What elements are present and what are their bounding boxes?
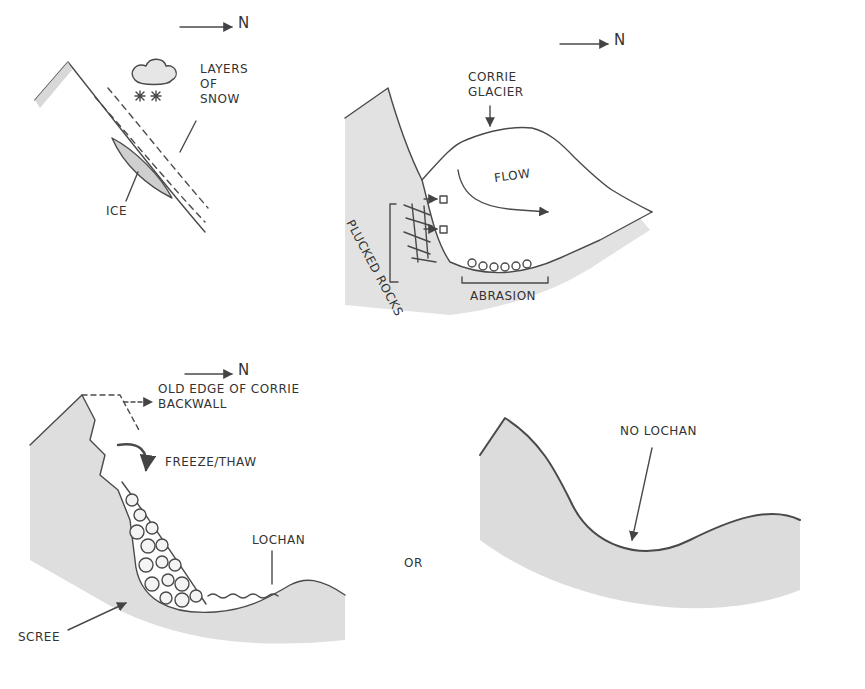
annotation-label: CORRIE GLACIER — [468, 70, 540, 100]
corrie-bed — [345, 88, 652, 273]
annotation-label: ICE — [106, 204, 156, 219]
bracket — [390, 204, 398, 282]
leader-line — [180, 121, 196, 152]
lochan-water — [208, 594, 278, 598]
north-arrow — [560, 43, 608, 44]
process-label: FREEZE/THAW — [165, 455, 275, 470]
annotation-label: OLD EDGE OF CORRIE BACKWALL — [158, 382, 308, 412]
compass-label: N — [238, 16, 268, 31]
pointer-arrow — [489, 106, 490, 126]
pointer-arrow — [68, 603, 126, 630]
snow-layer — [108, 88, 208, 208]
scree-slope — [122, 482, 206, 604]
north-arrow — [185, 373, 232, 374]
landform-label: SCREE — [18, 630, 88, 645]
compass-label: N — [614, 33, 644, 48]
snow-layer — [95, 97, 205, 222]
abrasion-debris — [468, 259, 531, 271]
snowflake — [135, 91, 161, 101]
annotation-label: LAYERS OF SNOW — [200, 62, 260, 107]
leader-line — [126, 172, 138, 201]
process-label: FLOW — [493, 163, 555, 186]
north-arrow — [180, 26, 232, 27]
leader-line — [271, 551, 272, 584]
process-label: ABRASION — [470, 289, 560, 304]
plucking-marks — [404, 196, 447, 262]
old-backwall — [82, 395, 140, 432]
corrie-profile — [480, 418, 800, 551]
freeze-thaw-arrow — [118, 444, 146, 470]
pointer-arrow — [124, 401, 152, 402]
glacier-surface — [422, 128, 652, 213]
connector-word: OR — [404, 556, 444, 571]
bracket — [462, 277, 548, 283]
ice-lens — [112, 138, 172, 198]
landform-label: LOCHAN — [252, 533, 332, 548]
mountain-slope — [35, 62, 205, 232]
corrie-backwall — [30, 395, 345, 612]
pointer-arrow — [632, 448, 652, 540]
scree-rocks — [126, 494, 202, 607]
cloud — [132, 59, 176, 84]
compass-label: N — [238, 363, 268, 378]
landform-label: NO LOCHAN — [620, 424, 730, 439]
